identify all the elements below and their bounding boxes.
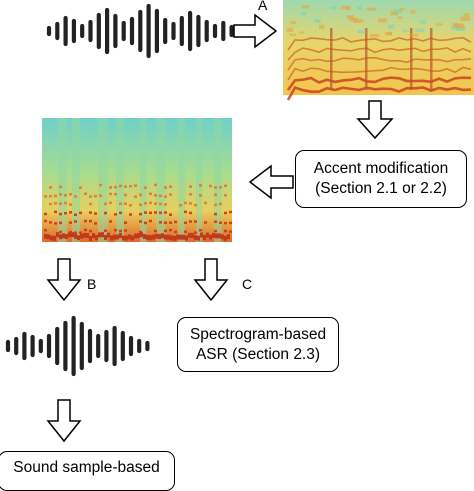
arrow-left-to-modified-spectrogram — [248, 164, 294, 200]
arrow-down-c — [193, 258, 229, 302]
sound-asr-line1: Sound sample-based — [13, 459, 160, 476]
label-c: C — [242, 276, 253, 292]
spectrogram-asr-line2: ASR (Section 2.3) — [195, 345, 321, 363]
modified-spectrogram — [42, 118, 232, 242]
arrow-down-b — [46, 258, 82, 302]
sound-sample-asr-box: Sound sample-based — [0, 451, 175, 491]
arrow-right-to-spectrogram — [233, 13, 278, 49]
spectrogram-asr-line1: Spectrogram-based — [189, 325, 327, 343]
input-waveform-icon — [46, 3, 242, 59]
diagram-canvas — [5, 0, 474, 443]
source-spectrogram — [283, 0, 474, 101]
label-a: A — [258, 0, 268, 13]
resynthesized-waveform-icon — [5, 315, 150, 377]
arrow-down-to-accent-box — [356, 100, 394, 140]
arrow-down-to-sound-asr — [46, 399, 82, 443]
spectrogram-asr-box: Spectrogram-based ASR (Section 2.3) — [177, 317, 339, 372]
label-b: B — [87, 276, 97, 292]
accent-modification-box: Accent modification (Section 2.1 or 2.2) — [295, 150, 467, 208]
accent-box-line2: (Section 2.1 or 2.2) — [315, 180, 447, 197]
accent-box-line1: Accent modification — [313, 160, 449, 177]
